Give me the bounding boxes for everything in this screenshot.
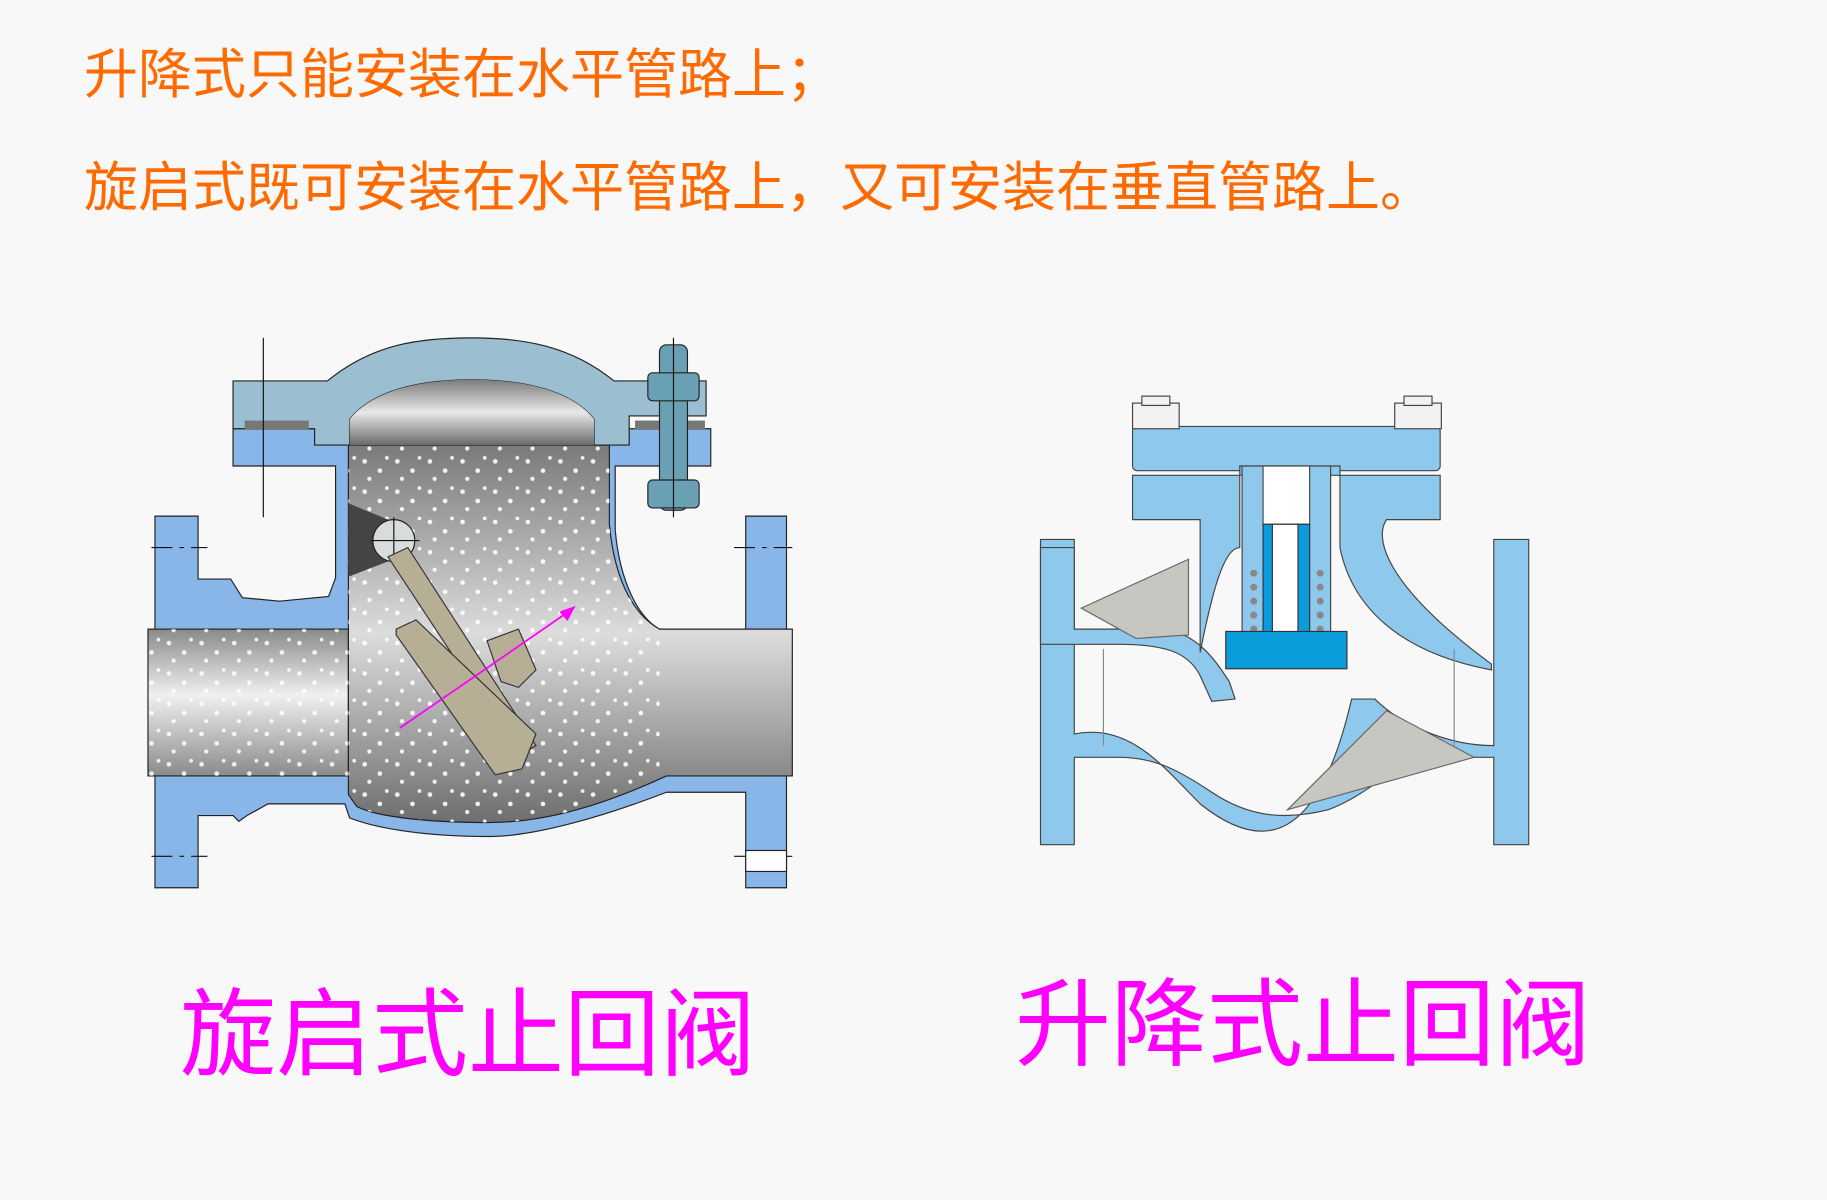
lift-valve-nut-left bbox=[1131, 402, 1180, 430]
lift-check-valve bbox=[1039, 395, 1530, 846]
lift-valve-disc bbox=[1225, 630, 1348, 670]
note-lift-horizontal-only: 升降式只能安装在水平管路上； bbox=[84, 43, 840, 106]
lift-valve-bonnet bbox=[1131, 425, 1441, 472]
caption-lift-check-valve: 升降式止回阀 bbox=[1015, 969, 1591, 1081]
note-swing-horizontal-or-vertical: 旋启式既可安装在水平管路上，又可安装在垂直管路上。 bbox=[84, 156, 1434, 219]
swing-valve-dome bbox=[349, 379, 595, 446]
swing-valve-bolt bbox=[647, 337, 700, 518]
swing-valve-disc bbox=[387, 546, 537, 776]
flow-arrow bbox=[399, 610, 570, 729]
swing-check-valve bbox=[147, 337, 793, 889]
lift-valve-nut-right bbox=[1394, 402, 1442, 430]
flow-arrow-head bbox=[559, 605, 576, 621]
caption-swing-check-valve: 旋启式止回阀 bbox=[180, 979, 756, 1091]
lift-valve-body bbox=[1039, 538, 1530, 846]
